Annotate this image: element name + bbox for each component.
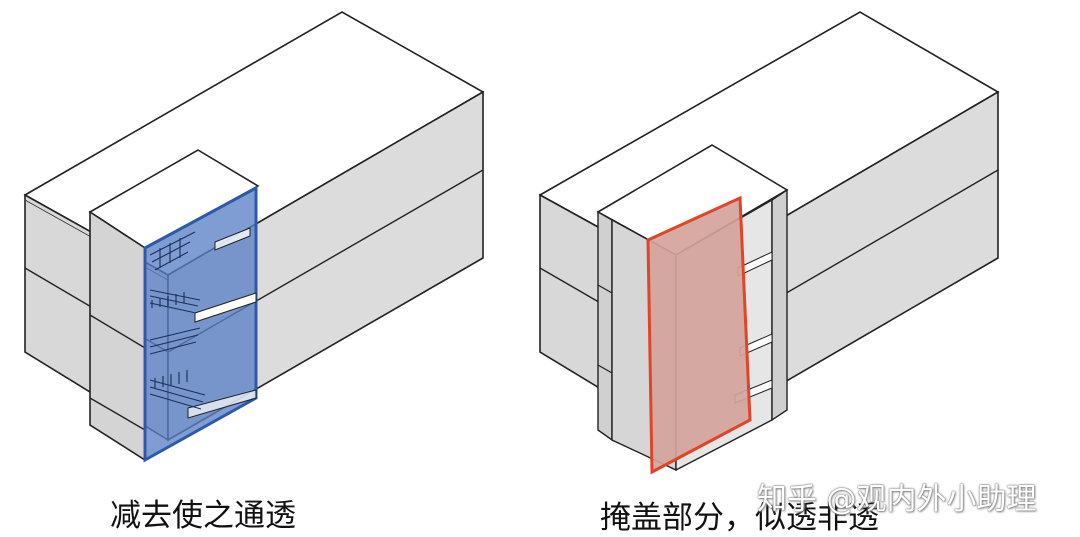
left-caption: 减去使之通透: [110, 490, 296, 535]
right-building: [540, 12, 998, 472]
left-volume-front: [90, 212, 145, 460]
right-frame-front: [598, 212, 612, 440]
left-building: [25, 12, 483, 460]
watermark: 知乎 @观内外小助理: [757, 474, 1037, 518]
